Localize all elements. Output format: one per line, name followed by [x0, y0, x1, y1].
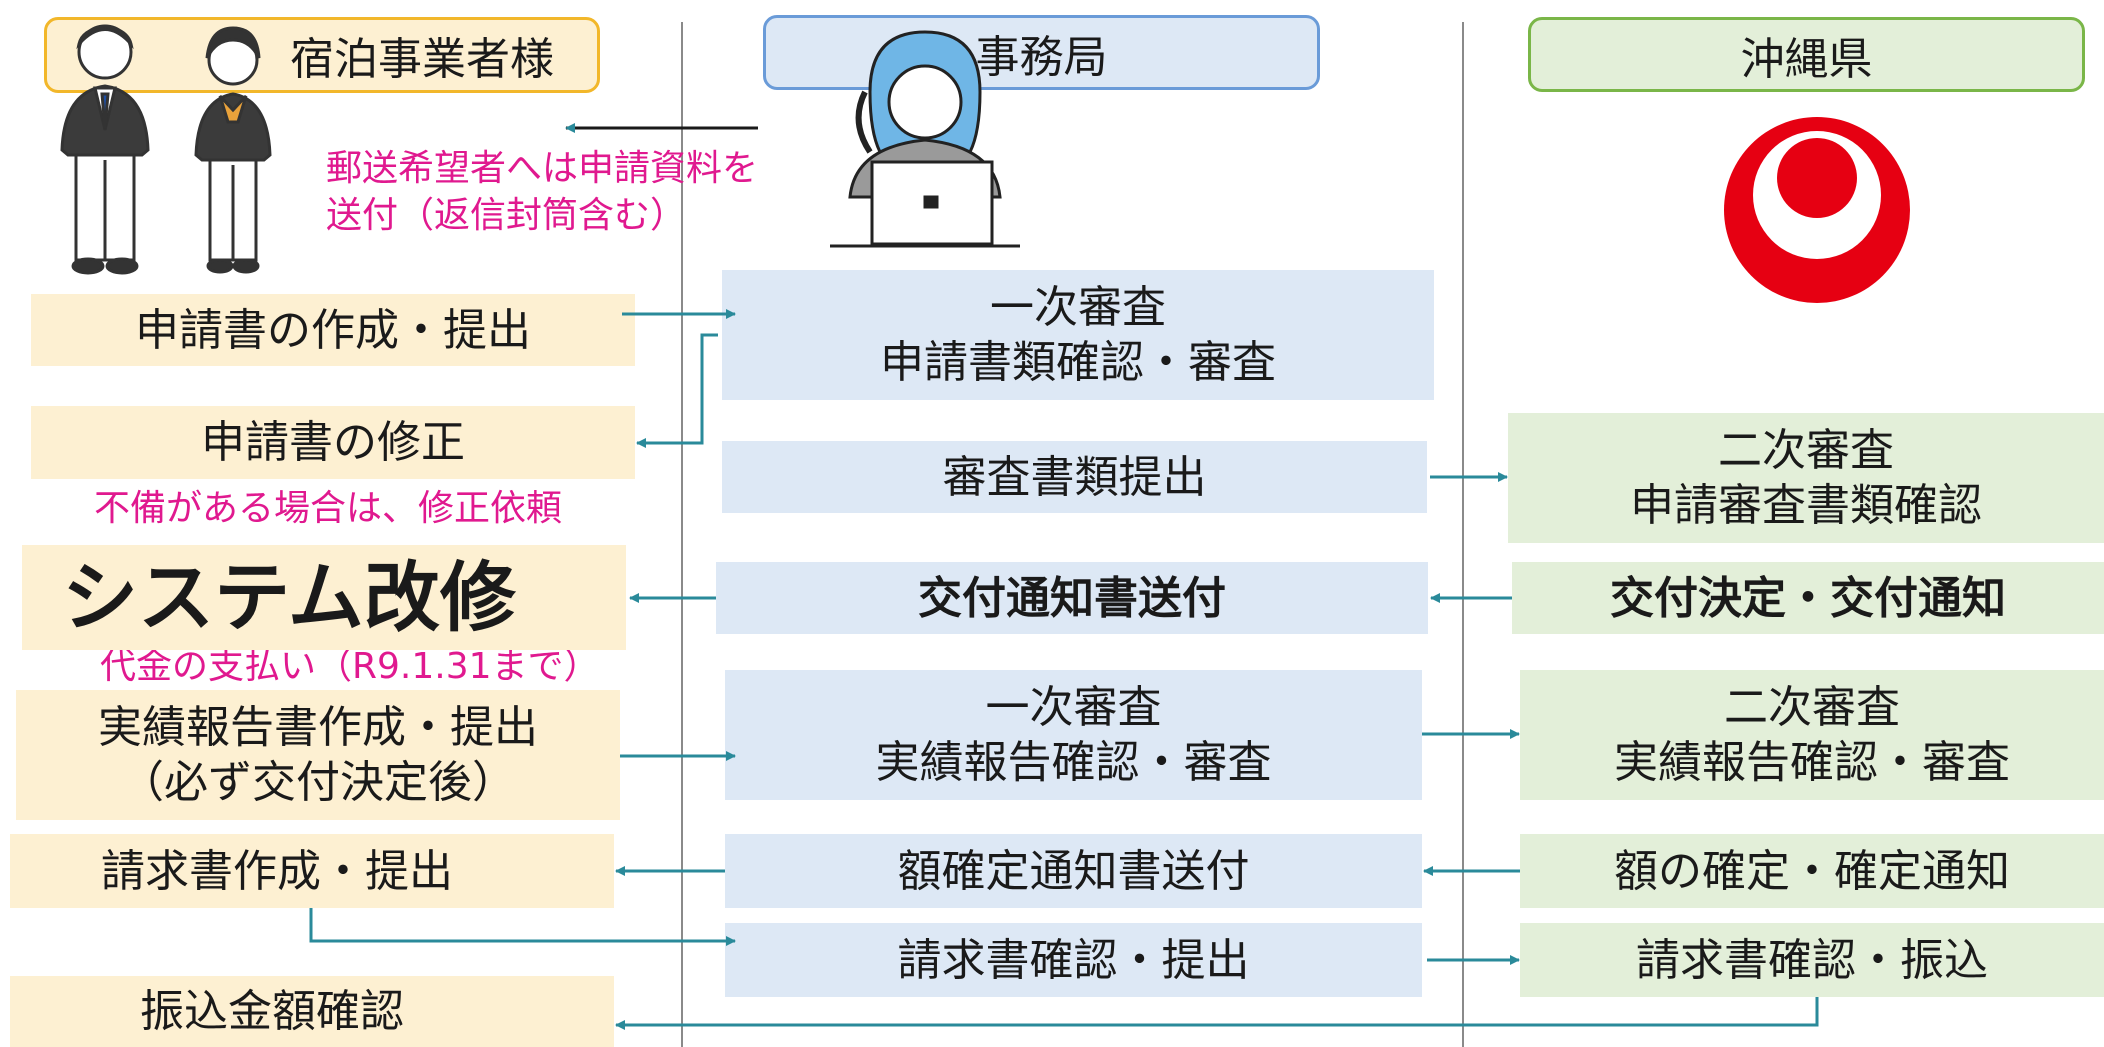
report-review2-line-2: 実績報告確認・審査 — [1614, 737, 2010, 788]
grant-decision-notice: 交付決定・交付通知 — [1512, 562, 2104, 634]
check-transfer-amount: 振込金額確認 — [10, 976, 614, 1047]
first-review-application: 一次審査 申請書類確認・審査 — [722, 270, 1434, 400]
send-amount-notice: 額確定通知書送付 — [725, 834, 1422, 908]
create-submit-label: 申請書の作成・提出 — [135, 304, 531, 356]
mail-note-line-1: 郵送希望者へは申請資料を — [326, 148, 759, 189]
create-submit-invoice: 請求書作成・提出 — [10, 834, 614, 908]
amount-confirmation: 額の確定・確定通知 — [1520, 834, 2104, 908]
submit-review-documents: 審査書類提出 — [722, 441, 1427, 513]
invoice-transfer-label: 請求書確認・振込 — [1636, 934, 1988, 986]
deficiency-note: 不備がある場合は、修正依頼 — [94, 488, 563, 529]
report-label-line-2: （必ず交付決定後） — [120, 757, 516, 808]
send-notice-label: 交付通知書送付 — [918, 572, 1226, 624]
system-label: システム改修 — [62, 553, 516, 642]
male-staff-figure — [60, 24, 150, 275]
report-review2-line-1: 二次審査 — [1724, 682, 1900, 733]
report-review-line-1: 一次審査 — [985, 682, 1162, 733]
transfer-check-label: 振込金額確認 — [140, 986, 404, 1037]
send-amount-notice-label: 額確定通知書送付 — [897, 845, 1250, 897]
second-review-application: 二次審査 申請審査書類確認 — [1508, 413, 2104, 543]
column-divider-left — [681, 22, 683, 1047]
arrow-invoice-to-office — [309, 908, 736, 946]
prefecture-column-title: 沖縄県 — [1740, 33, 1873, 85]
office-staff-illustration — [830, 30, 1020, 248]
review2-line-1: 二次審査 — [1718, 425, 1894, 476]
second-review-report: 二次審査 実績報告確認・審査 — [1520, 670, 2104, 800]
mail-note-line-2: 送付（返信封筒含む） — [326, 194, 687, 236]
review2-line-2: 申請審査書類確認 — [1630, 480, 1982, 531]
submit-review-docs-label: 審査書類提出 — [942, 451, 1207, 503]
first-review-report: 一次審査 実績報告確認・審査 — [725, 670, 1422, 800]
report-review-line-2: 実績報告確認・審査 — [875, 737, 1272, 788]
invoice-check-label: 請求書確認・提出 — [897, 934, 1250, 986]
office-column-header: 事務局 — [763, 15, 1320, 90]
amount-confirm-label: 額の確定・確定通知 — [1614, 845, 2010, 897]
invoice-label: 請求書作成・提出 — [101, 845, 453, 897]
send-grant-notice: 交付通知書送付 — [716, 562, 1428, 634]
system-renovation: システム改修 — [22, 545, 626, 650]
okinawa-emblem — [1724, 117, 1910, 303]
arrow-transfer-to-business — [615, 997, 1819, 1030]
review1-line-1: 一次審査 — [990, 282, 1166, 333]
payment-note: 代金の支払い（R9.1.31まで） — [100, 646, 600, 687]
office-column-title: 事務局 — [975, 31, 1108, 83]
performance-report: 実績報告書作成・提出 （必ず交付決定後） — [16, 690, 620, 820]
revise-label: 申請書の修正 — [201, 417, 465, 468]
revise-application: 申請書の修正 — [31, 406, 635, 479]
female-staff-figure — [194, 26, 272, 274]
grant-decision-label: 交付決定・交付通知 — [1610, 572, 2006, 624]
column-divider-right — [1462, 22, 1464, 1047]
invoice-check-transfer: 請求書確認・振込 — [1520, 923, 2104, 997]
business-staff-illustration — [60, 24, 272, 275]
invoice-check-submit: 請求書確認・提出 — [725, 923, 1422, 997]
prefecture-column-header: 沖縄県 — [1528, 17, 2085, 92]
report-label-line-1: 実績報告書作成・提出 — [98, 702, 538, 753]
create-submit-application: 申請書の作成・提出 — [31, 294, 635, 366]
business-column-header: 宿泊事業者様 — [44, 17, 600, 93]
arrow-review1-to-revise — [636, 333, 718, 448]
review1-line-2: 申請書類確認・審査 — [880, 337, 1276, 388]
mail-note: 郵送希望者へは申請資料を 送付（返信封筒含む） — [326, 146, 758, 240]
business-column-title: 宿泊事業者様 — [290, 34, 554, 85]
